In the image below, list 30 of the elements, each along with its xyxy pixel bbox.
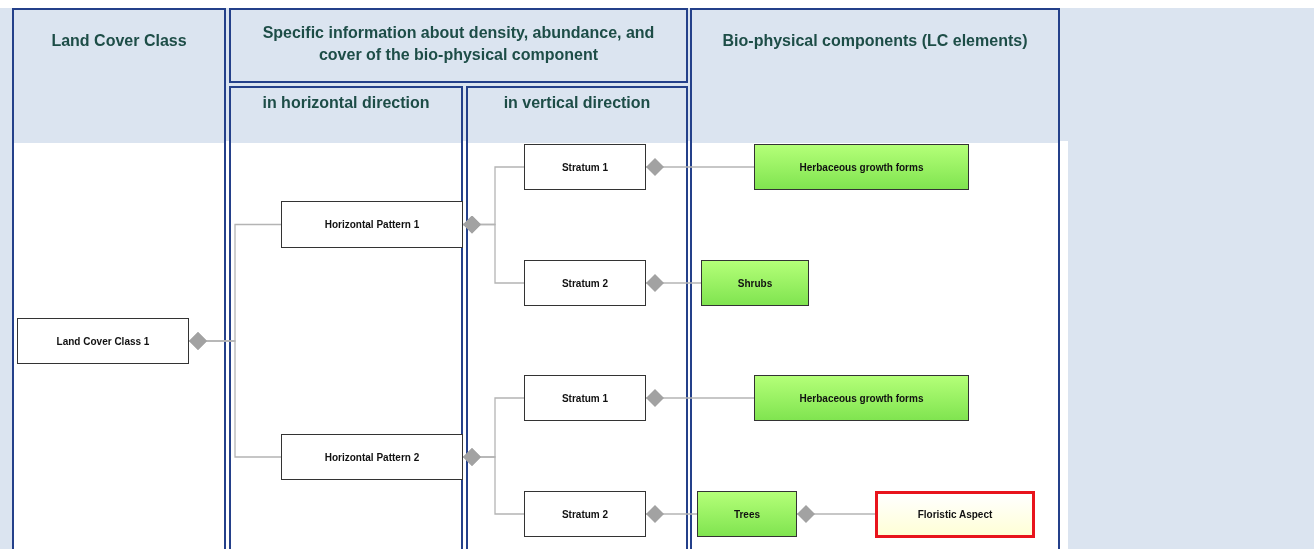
process-box: Stratum 2 [524, 260, 646, 306]
column-heading: in vertical direction [502, 93, 652, 113]
aggregation-connector [645, 274, 702, 292]
column-heading: in horizontal direction [261, 93, 431, 113]
column-band [12, 8, 226, 549]
aggregation-connector [645, 158, 755, 176]
column-heading: Land Cover Class [50, 31, 188, 51]
column-heading: Bio-physical components (LC elements) [721, 31, 1029, 51]
column-band [466, 86, 688, 549]
process-box: Stratum 2 [524, 491, 646, 537]
aggregation-connector [462, 215, 525, 284]
element-box: Herbaceous growth forms [754, 375, 969, 421]
process-box: Horizontal Pattern 2 [281, 434, 463, 480]
process-box: Stratum 1 [524, 144, 646, 190]
aggregation-connector [188, 332, 282, 458]
aggregation-connector [645, 505, 698, 523]
header-band [229, 8, 688, 83]
aggregation-connector [645, 389, 755, 407]
aggregation-connector [796, 505, 876, 523]
column-band [690, 8, 1060, 549]
column-heading: Specific information about density, abundance, and cover of the bio-physical component [261, 23, 656, 65]
aggregation-connector [462, 448, 525, 515]
process-box: Stratum 1 [524, 375, 646, 421]
column-band [229, 86, 463, 549]
element-box: Trees [697, 491, 797, 537]
highlight-box: Floristic Aspect [875, 491, 1035, 538]
element-box: Shrubs [701, 260, 809, 306]
process-box: Land Cover Class 1 [17, 318, 189, 364]
element-box: Herbaceous growth forms [754, 144, 969, 190]
process-box: Horizontal Pattern 1 [281, 201, 463, 248]
